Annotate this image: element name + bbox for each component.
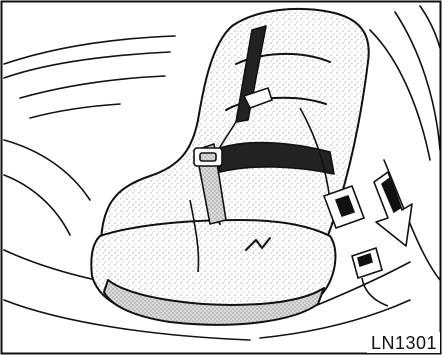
locking-clip xyxy=(194,148,222,166)
figure-code: LN1301 xyxy=(367,332,440,353)
